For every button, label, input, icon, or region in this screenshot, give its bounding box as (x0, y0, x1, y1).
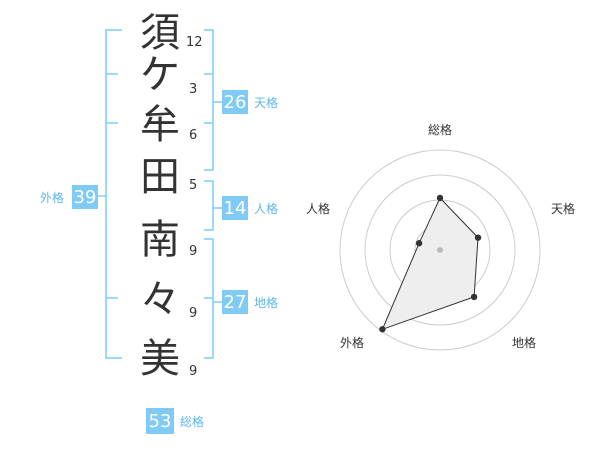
radar-points (379, 194, 482, 333)
soukaku-value: 53 (149, 411, 172, 432)
radar-point-1 (436, 194, 444, 202)
soukaku-box (146, 408, 174, 434)
tenkaku-value: 26 (224, 92, 247, 113)
radar-axis-label-jinkaku: 人格 (306, 201, 330, 216)
radar-axis-label-chikaku: 地格 (512, 335, 536, 350)
gaikaku-value: 39 (74, 187, 97, 208)
radar-area (381, 197, 479, 331)
tenkaku-label: 天格 (254, 95, 278, 110)
radar-center (437, 247, 443, 253)
jinkaku-label: 人格 (254, 201, 278, 216)
chikaku-value: 27 (224, 292, 247, 313)
stroke-count-7: 9 (189, 364, 197, 379)
name-characters: 須 ケ 牟 田 南 々 美 (140, 10, 180, 382)
chikaku-box (222, 290, 248, 314)
radar-point-3 (470, 293, 478, 301)
chikaku-label: 地格 (254, 295, 278, 310)
radar-point-2 (474, 234, 482, 241)
radar-axis-label-tenkaku: 天格 (551, 201, 575, 216)
name-char-5: 南 (140, 217, 180, 263)
radar-chart: 総格 天格 地格 外格 人格 (306, 122, 575, 351)
jinkaku-box (222, 196, 248, 220)
radar-ring-3 (364, 174, 516, 326)
name-char-3: 牟 (140, 102, 180, 148)
stroke-counts: 12 3 6 5 9 9 9 (186, 35, 203, 379)
soukaku-label: 総格 (180, 414, 204, 429)
radar-axis-label-soukaku: 総格 (428, 122, 452, 137)
radar-ring-4 (339, 149, 541, 351)
gaikaku-bracket (105, 29, 122, 359)
radar-point-5 (415, 240, 423, 247)
name-char-4: 田 (140, 154, 180, 200)
stroke-count-5: 9 (189, 244, 197, 259)
radar-axis-label-gaikaku: 外格 (340, 335, 364, 350)
brackets (98, 29, 222, 359)
stroke-count-6: 9 (189, 306, 197, 321)
tenkaku-bracket (204, 29, 214, 171)
tenkaku-box (222, 90, 248, 114)
stroke-count-3: 6 (189, 128, 197, 143)
value-boxes: 39 外格 26 天格 14 人格 27 地格 53 総格 (40, 90, 278, 434)
gaikaku-label: 外格 (40, 190, 64, 205)
stroke-count-4: 5 (189, 178, 197, 193)
name-char-1: 須 (140, 10, 180, 56)
name-char-7: 美 (140, 336, 180, 382)
name-char-2: ケ (140, 52, 180, 98)
jinkaku-bracket (204, 180, 214, 231)
jinkaku-value: 14 (224, 198, 247, 219)
stroke-count-1: 12 (186, 35, 203, 50)
radar-point-4 (379, 326, 386, 333)
gaikaku-box (72, 185, 98, 209)
name-char-6: 々 (140, 277, 180, 323)
stroke-count-2: 3 (189, 82, 197, 97)
